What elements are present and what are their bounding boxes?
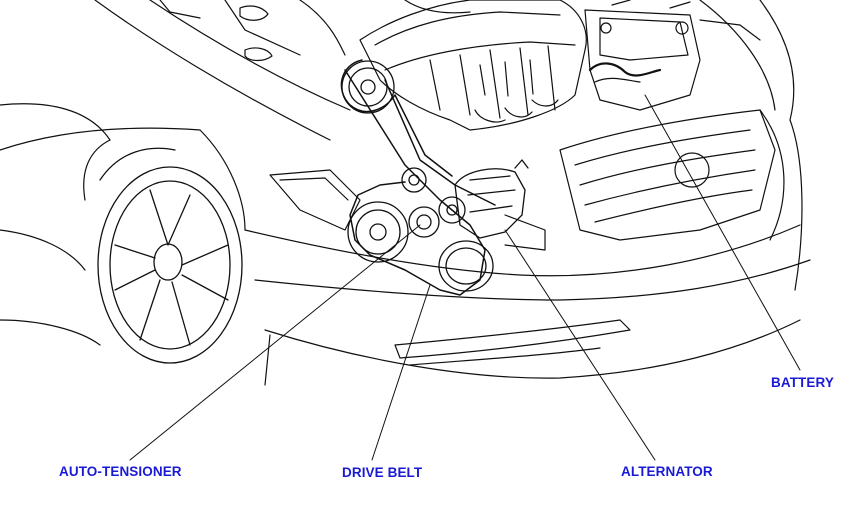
leader-battery — [644, 94, 801, 371]
crank-pulley — [347, 201, 409, 263]
front-wheel — [97, 147, 243, 364]
battery-assembly — [584, 0, 761, 111]
front-bumper — [244, 119, 811, 386]
headlight — [269, 169, 546, 251]
leader-lines — [129, 94, 801, 461]
auto-tensioner-pulley — [408, 206, 440, 238]
leader-alternator — [504, 229, 656, 461]
leader-drive-belt — [371, 284, 431, 461]
auto-tensioner-label: AUTO-TENSIONER — [59, 464, 182, 479]
upper-pulley — [341, 60, 395, 114]
leader-auto-tensioner — [129, 224, 421, 461]
side-body — [0, 103, 246, 346]
battery-label: BATTERY — [771, 375, 834, 390]
engine-cover — [359, 0, 587, 131]
alternator-label: ALTERNATOR — [621, 464, 713, 479]
ac-compressor-pulley — [438, 240, 494, 292]
drive-belt-label: DRIVE BELT — [342, 465, 423, 480]
front-grille — [559, 109, 785, 241]
idler-pulley — [401, 167, 427, 193]
alternator-body — [438, 159, 529, 239]
hood-outline — [94, 0, 795, 141]
